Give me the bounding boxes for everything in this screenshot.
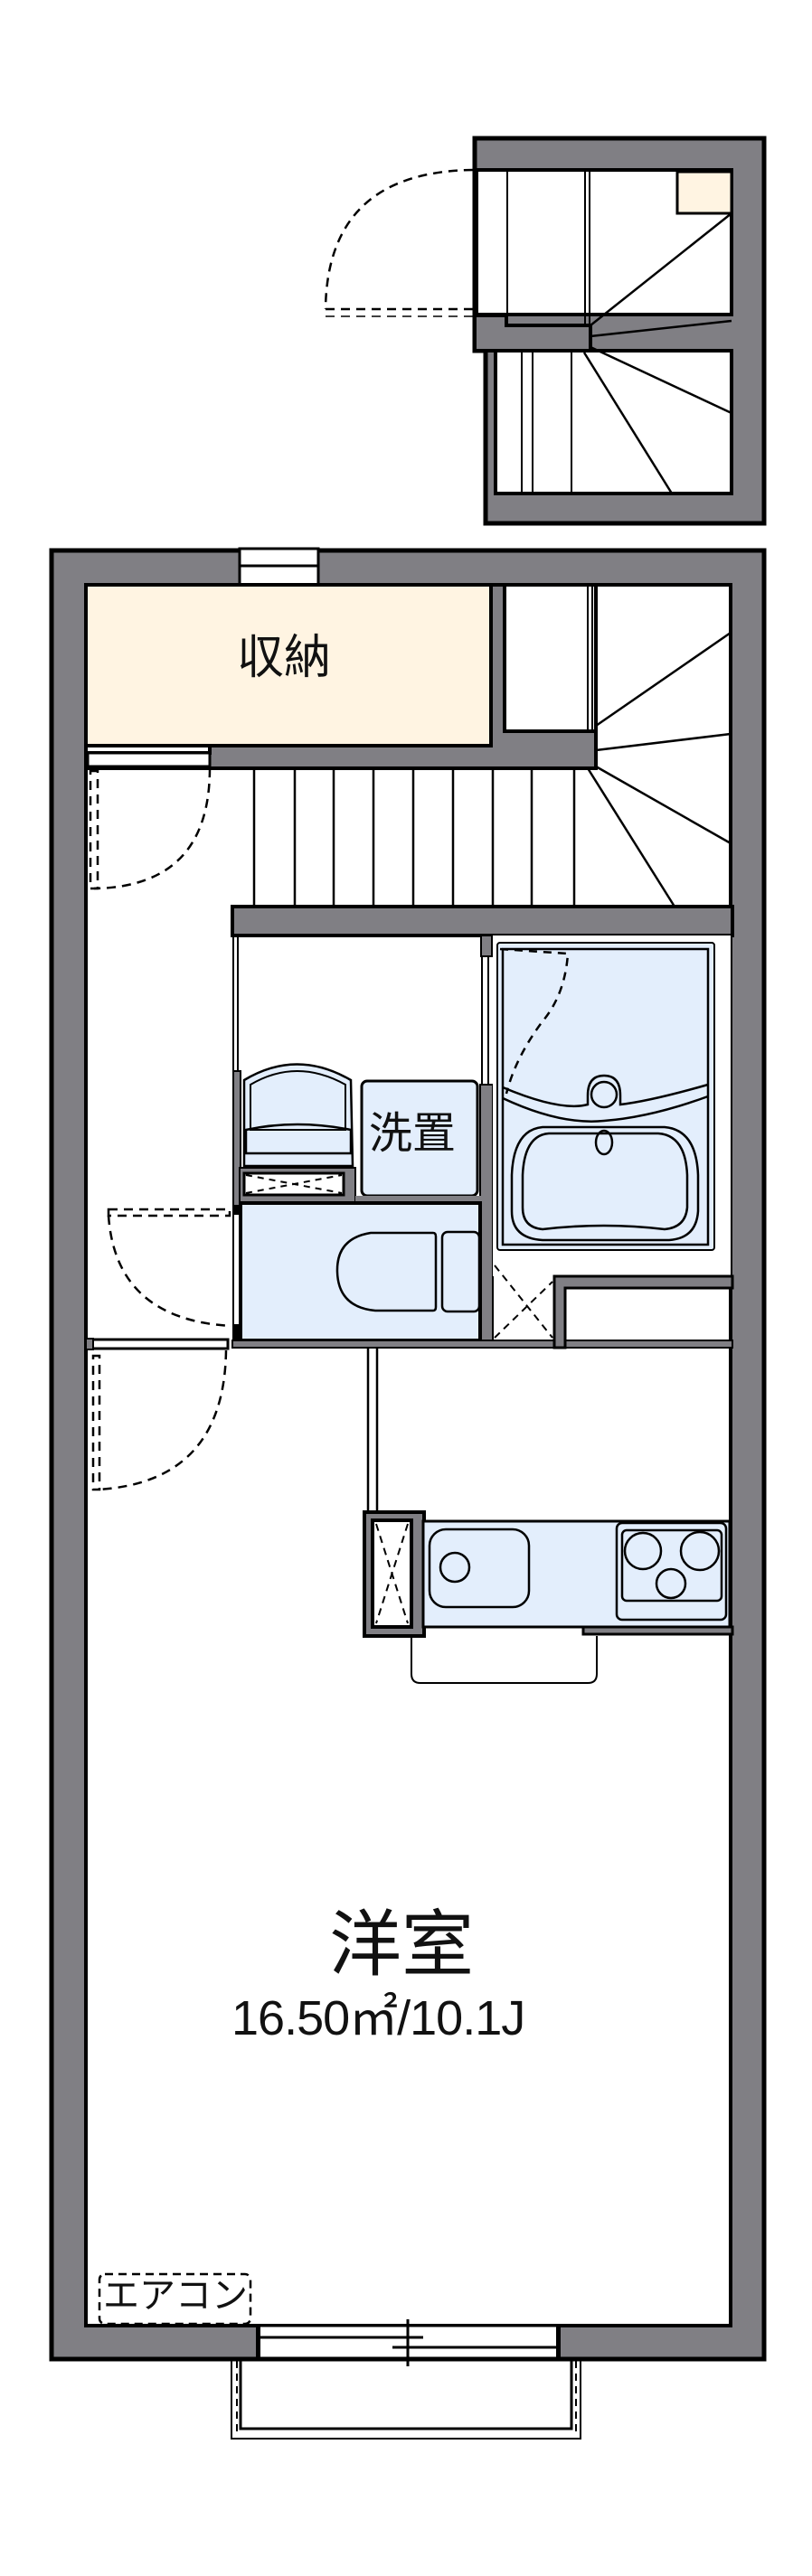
sink-icon: [428, 1528, 531, 1609]
toilet-room: [231, 1201, 733, 1349]
bathroom: [493, 935, 734, 1349]
balcony: [231, 2358, 581, 2440]
upper-annex: [324, 136, 767, 526]
annex-storage-box: [675, 170, 733, 215]
storage-door-swing: [89, 767, 212, 890]
stairs: [252, 631, 732, 907]
washroom: [232, 935, 494, 1346]
room-door-opening: [86, 1338, 230, 1350]
storage-door-opening: [86, 751, 212, 768]
main-walls: [49, 548, 767, 2362]
annex-door-swing: [324, 168, 474, 317]
room-door-swing: [91, 1349, 228, 1491]
toilet-icon: [335, 1231, 438, 1312]
kitchen: [363, 1510, 734, 1684]
toilet-door-swing: [107, 1208, 232, 1328]
vanity: [242, 1063, 354, 1168]
air-conditioner-box: [98, 2272, 252, 2326]
bathtub-icon: [510, 1125, 700, 1242]
air-conditioner-label: エアコン: [103, 2275, 248, 2317]
stove-icon: [615, 1521, 728, 1622]
western-room-area: 16.50㎡/10.1J: [231, 1991, 525, 2045]
bottom-window: [256, 2319, 561, 2366]
top-window: [238, 547, 320, 588]
washer-space-label: 洗置: [369, 1108, 457, 1159]
western-room-label: 洋室: [329, 1903, 474, 1987]
storage-label: 収納: [237, 631, 332, 685]
